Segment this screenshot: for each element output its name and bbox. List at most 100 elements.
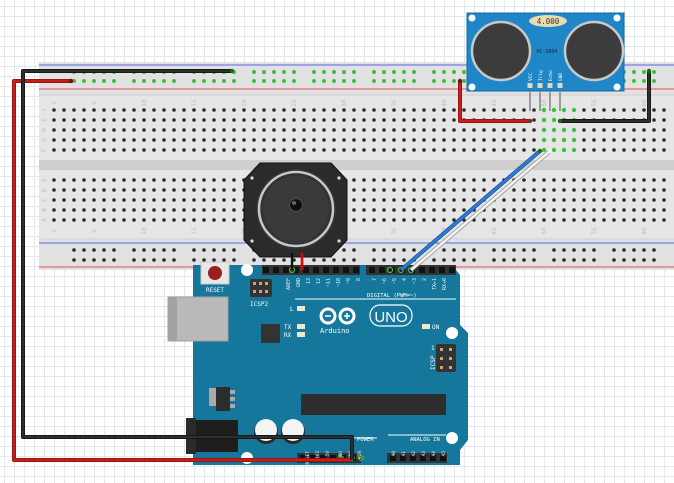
breadboard-hole[interactable] — [132, 128, 136, 132]
rail-hole[interactable] — [152, 79, 156, 83]
sensor-pin-pad[interactable] — [537, 83, 543, 88]
breadboard-hole[interactable] — [562, 198, 566, 202]
breadboard-hole[interactable] — [432, 138, 436, 142]
breadboard-hole[interactable] — [302, 118, 306, 122]
breadboard-hole[interactable] — [252, 118, 256, 122]
breadboard-hole[interactable] — [102, 108, 106, 112]
breadboard-hole[interactable] — [622, 178, 626, 182]
breadboard-hole[interactable] — [332, 148, 336, 152]
breadboard-hole[interactable] — [202, 218, 206, 222]
breadboard-hole[interactable] — [302, 108, 306, 112]
breadboard-hole[interactable] — [232, 138, 236, 142]
breadboard-hole[interactable] — [162, 208, 166, 212]
breadboard-hole[interactable] — [72, 138, 76, 142]
breadboard-hole[interactable] — [172, 138, 176, 142]
rail-hole[interactable] — [522, 248, 526, 252]
breadboard-hole[interactable] — [162, 118, 166, 122]
breadboard-hole[interactable] — [52, 198, 56, 202]
rail-hole[interactable] — [382, 258, 386, 262]
rail-hole[interactable] — [342, 79, 346, 83]
rail-hole[interactable] — [632, 70, 636, 74]
breadboard-hole[interactable] — [392, 208, 396, 212]
breadboard-hole[interactable] — [582, 218, 586, 222]
breadboard-hole[interactable] — [192, 108, 196, 112]
breadboard-hole[interactable] — [552, 218, 556, 222]
rail-hole[interactable] — [492, 258, 496, 262]
breadboard-hole[interactable] — [582, 208, 586, 212]
breadboard-hole[interactable] — [502, 218, 506, 222]
breadboard-hole[interactable] — [382, 108, 386, 112]
breadboard-hole[interactable] — [192, 208, 196, 212]
breadboard-hole[interactable] — [632, 148, 636, 152]
breadboard-hole[interactable] — [142, 118, 146, 122]
breadboard-hole[interactable] — [652, 148, 656, 152]
breadboard-hole[interactable] — [432, 148, 436, 152]
breadboard-hole[interactable] — [132, 118, 136, 122]
breadboard-hole[interactable] — [172, 108, 176, 112]
breadboard-hole[interactable] — [152, 128, 156, 132]
rail-hole[interactable] — [292, 79, 296, 83]
breadboard-hole[interactable] — [402, 118, 406, 122]
breadboard-hole[interactable] — [502, 208, 506, 212]
breadboard-hole[interactable] — [362, 208, 366, 212]
breadboard-hole[interactable] — [332, 118, 336, 122]
breadboard-hole[interactable] — [602, 178, 606, 182]
breadboard-hole[interactable] — [82, 128, 86, 132]
breadboard-hole[interactable] — [392, 108, 396, 112]
breadboard-hole[interactable] — [592, 138, 596, 142]
rail-hole[interactable] — [92, 258, 96, 262]
breadboard-hole[interactable] — [382, 118, 386, 122]
breadboard-hole[interactable] — [52, 188, 56, 192]
breadboard-hole[interactable] — [62, 108, 66, 112]
breadboard-hole[interactable] — [102, 178, 106, 182]
breadboard-hole[interactable] — [392, 128, 396, 132]
breadboard-hole[interactable] — [462, 148, 466, 152]
breadboard-hole[interactable] — [592, 148, 596, 152]
breadboard-hole[interactable] — [102, 208, 106, 212]
breadboard-hole[interactable] — [272, 108, 276, 112]
breadboard-hole[interactable] — [662, 178, 666, 182]
breadboard-hole[interactable] — [452, 188, 456, 192]
rail-hole[interactable] — [282, 70, 286, 74]
header-pin[interactable] — [333, 267, 339, 273]
breadboard-hole[interactable] — [172, 178, 176, 182]
breadboard-hole[interactable] — [262, 108, 266, 112]
breadboard-hole[interactable] — [362, 148, 366, 152]
breadboard-hole[interactable] — [352, 118, 356, 122]
breadboard-hole[interactable] — [242, 138, 246, 142]
breadboard-hole[interactable] — [372, 128, 376, 132]
breadboard-hole[interactable] — [592, 188, 596, 192]
breadboard-hole[interactable] — [142, 218, 146, 222]
rail-hole[interactable] — [412, 70, 416, 74]
breadboard-hole[interactable] — [132, 198, 136, 202]
rail-hole[interactable] — [192, 258, 196, 262]
breadboard-hole[interactable] — [212, 208, 216, 212]
rail-hole[interactable] — [552, 258, 556, 262]
breadboard-hole[interactable] — [602, 218, 606, 222]
breadboard-hole[interactable] — [122, 188, 126, 192]
breadboard-hole[interactable] — [642, 128, 646, 132]
rail-hole[interactable] — [432, 70, 436, 74]
breadboard-hole[interactable] — [452, 148, 456, 152]
breadboard-hole[interactable] — [592, 178, 596, 182]
breadboard-hole[interactable] — [412, 118, 416, 122]
breadboard-hole[interactable] — [62, 218, 66, 222]
rail-hole[interactable] — [462, 258, 466, 262]
breadboard-hole[interactable] — [62, 138, 66, 142]
breadboard-hole[interactable] — [92, 208, 96, 212]
breadboard-hole[interactable] — [262, 118, 266, 122]
breadboard-hole[interactable] — [552, 198, 556, 202]
breadboard-hole[interactable] — [582, 138, 586, 142]
breadboard-hole[interactable] — [172, 198, 176, 202]
rail-hole[interactable] — [412, 79, 416, 83]
rail-hole[interactable] — [172, 79, 176, 83]
rail-hole[interactable] — [402, 70, 406, 74]
header-pin[interactable] — [400, 455, 406, 461]
breadboard-hole[interactable] — [512, 208, 516, 212]
breadboard-hole[interactable] — [432, 128, 436, 132]
breadboard-hole[interactable] — [642, 148, 646, 152]
breadboard-hole[interactable] — [102, 218, 106, 222]
breadboard-hole[interactable] — [282, 138, 286, 142]
breadboard-hole[interactable] — [272, 118, 276, 122]
breadboard-hole[interactable] — [432, 118, 436, 122]
